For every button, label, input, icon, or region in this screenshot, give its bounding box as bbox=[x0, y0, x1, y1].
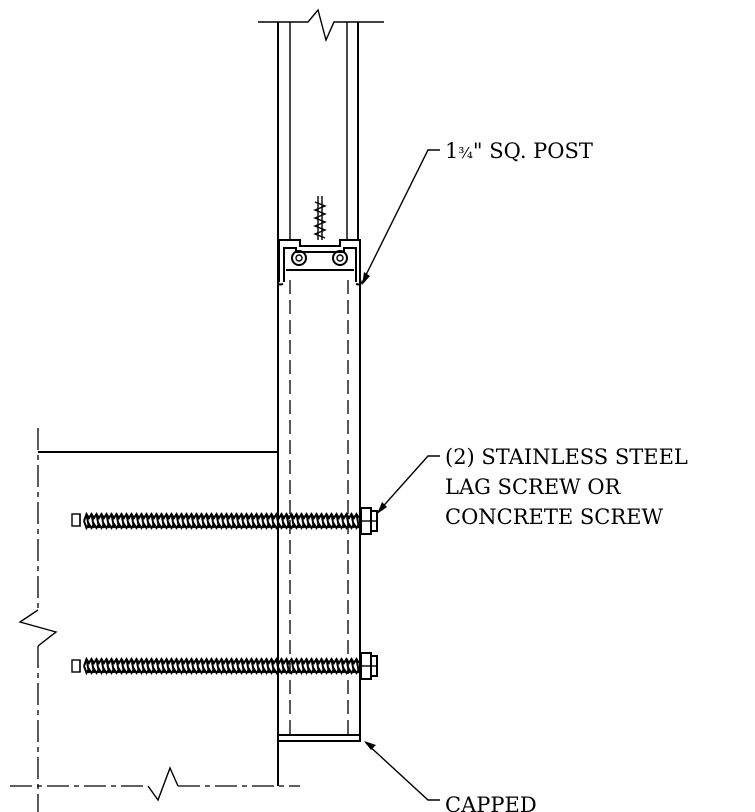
lag-screw-lower bbox=[71, 652, 378, 680]
lag-screw-upper bbox=[71, 507, 378, 535]
left-break-line bbox=[18, 609, 58, 647]
post-bracket-connector bbox=[277, 196, 362, 286]
leader-cap bbox=[364, 741, 440, 801]
callout-screws-line-2: LAG SCREW OR bbox=[445, 475, 622, 499]
upper-post bbox=[258, 8, 384, 240]
post-cap-plate bbox=[277, 734, 361, 742]
substrate-wall bbox=[10, 428, 300, 812]
bottom-break-line bbox=[147, 766, 179, 802]
callout-screws-line-3: CONCRETE SCREW bbox=[445, 505, 663, 529]
callout-post-size: 1¾" SQ. POST bbox=[445, 139, 593, 163]
leader-screws bbox=[377, 455, 440, 514]
callout-screws-line-1: (2) STAINLESS STEEL bbox=[445, 445, 688, 469]
leader-post bbox=[361, 149, 440, 285]
callout-cap-line-1: CAPPED bbox=[445, 793, 537, 812]
top-break-line bbox=[258, 8, 384, 43]
